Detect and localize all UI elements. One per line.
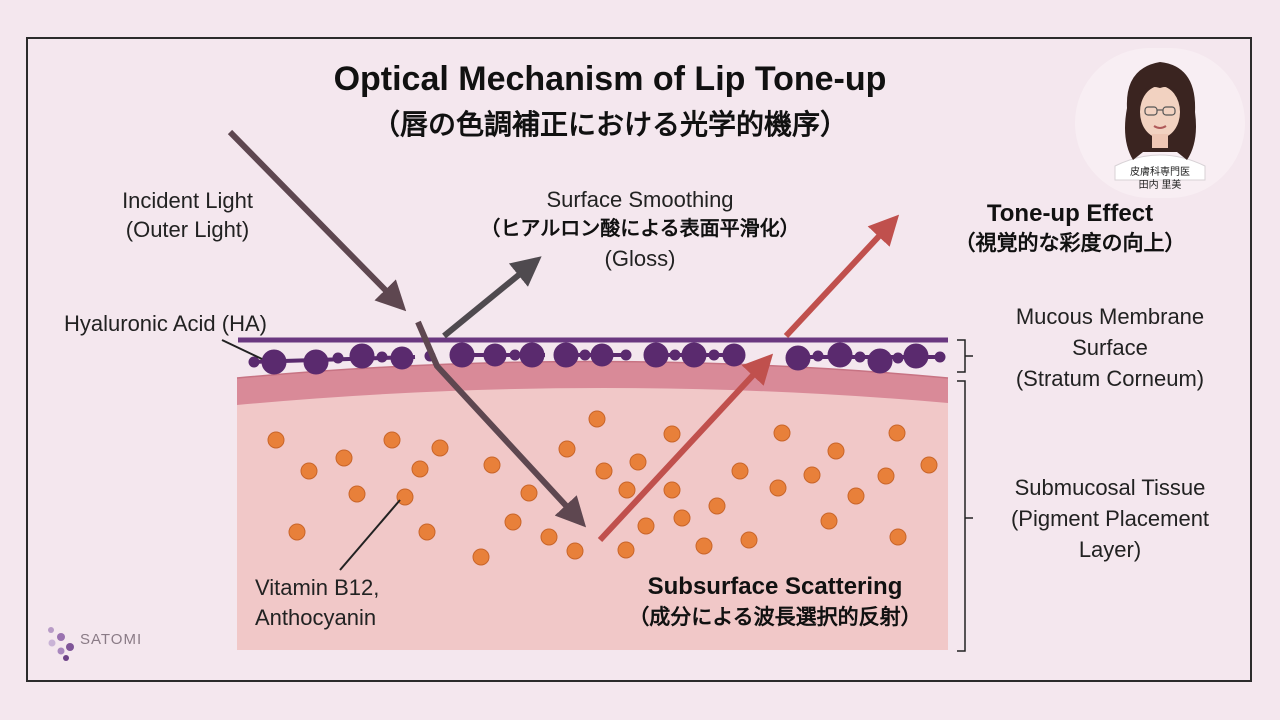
doctor-title: 皮膚科専門医: [1130, 167, 1190, 178]
mucous-membrane-label: Mucous Membrane Surface (Stratum Corneum…: [1015, 304, 1205, 391]
doctor-portrait: [1114, 62, 1206, 181]
satomi-logo-mark: [48, 627, 74, 661]
satomi-logo-text: SATOMI: [80, 631, 143, 648]
mucous-bracket: [957, 339, 973, 373]
title-english: Optical Mechanism of Lip Tone-up: [333, 60, 887, 98]
pigment-particles: [267, 410, 938, 566]
tone-up-label: Tone-up Effect （視覚的な彩度の向上）: [954, 200, 1186, 255]
submucosal-tissue-label: Submucosal Tissue (Pigment Placement Lay…: [1010, 475, 1210, 562]
diagram-frame: [26, 37, 1252, 682]
title-japanese: （唇の色調補正における光学的機序）: [371, 109, 848, 140]
surface-smoothing-label: Surface Smoothing （ヒアルロン酸による表面平滑化） (Glos…: [480, 187, 800, 271]
subsurface-scatter-arrow: [597, 353, 774, 543]
incident-light-arrow: [227, 129, 407, 312]
pigment-leader-line: [339, 499, 401, 571]
doctor-badge: 皮膚科専門医 田内 里美: [1075, 48, 1245, 198]
submucosal-tissue: [237, 375, 948, 650]
refracted-light-arrow: [415, 320, 587, 528]
hyaluronic-acid-label: Hyaluronic Acid (HA): [64, 311, 267, 336]
doctor-name: 田内 里美: [1138, 180, 1182, 191]
incident-light-label: Incident Light (Outer Light): [122, 188, 253, 242]
submucosal-bracket: [957, 380, 973, 652]
hyaluronic-acid-molecules: [248, 342, 946, 375]
tone-up-arrow: [783, 214, 900, 339]
pigment-label: Vitamin B12, Anthocyanin: [255, 575, 380, 630]
surface-reflection-arrow: [442, 256, 542, 339]
ha-leader-line: [221, 339, 263, 360]
subsurface-scattering-label: Subsurface Scattering （成分による波長選択的反射）: [628, 573, 922, 629]
